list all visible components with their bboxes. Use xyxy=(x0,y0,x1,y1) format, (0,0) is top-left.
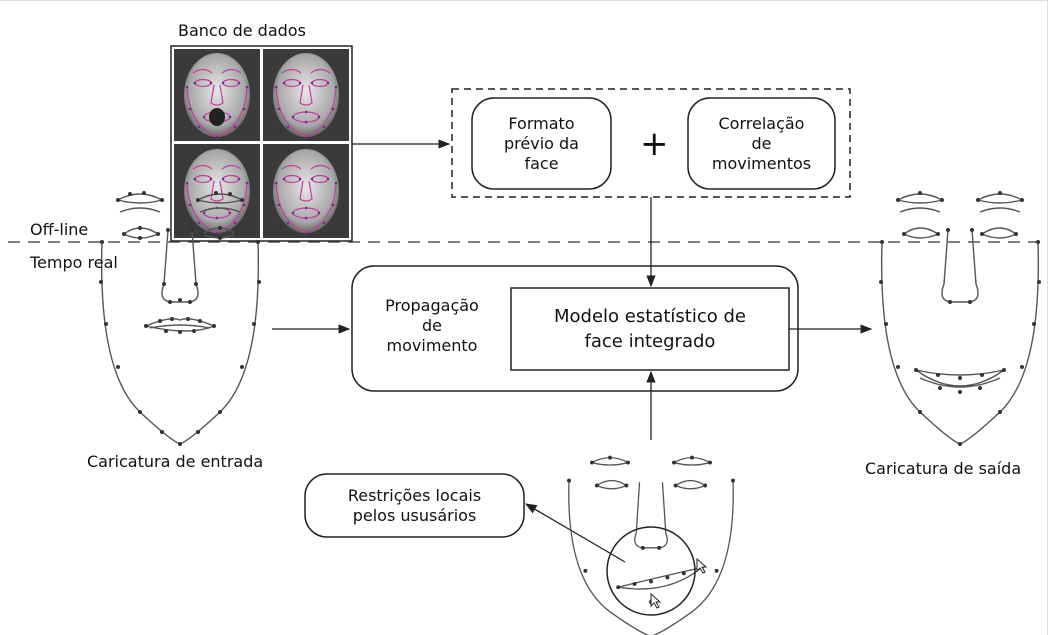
local-constraints-box xyxy=(304,473,525,538)
motion-correlation-label: Correlação de movimentos xyxy=(711,113,812,173)
arrow-circle-to-constraints xyxy=(524,503,626,563)
cursor-icon-2 xyxy=(696,557,708,574)
output-caricature xyxy=(879,191,1041,446)
realtime-label: Tempo real xyxy=(30,253,118,272)
plus-sign: + xyxy=(640,124,669,164)
output-caricature-label: Caricatura de saída xyxy=(865,459,1022,478)
user-edit-face xyxy=(567,455,735,635)
edit-region-circle xyxy=(606,526,696,616)
input-caricature-label: Caricatura de entrada xyxy=(87,452,264,471)
face-shape-label: Formato prévio da face xyxy=(504,113,579,173)
database-photo-grid xyxy=(170,45,353,242)
local-constraints-label: Restrições locais pelos ususários xyxy=(347,485,482,525)
propagation-label: Propagação de movimento xyxy=(385,296,479,355)
face-shape-box xyxy=(471,97,612,190)
motion-correlation-box xyxy=(687,97,836,190)
offline-label: Off-line xyxy=(30,220,89,239)
statistical-model-label: Modelo estatístico de face integrado xyxy=(554,306,746,352)
prior-knowledge-group xyxy=(451,88,851,198)
database-label: Banco de dados xyxy=(178,21,306,40)
cursor-icon xyxy=(650,592,662,609)
statistical-model-box xyxy=(510,287,790,371)
